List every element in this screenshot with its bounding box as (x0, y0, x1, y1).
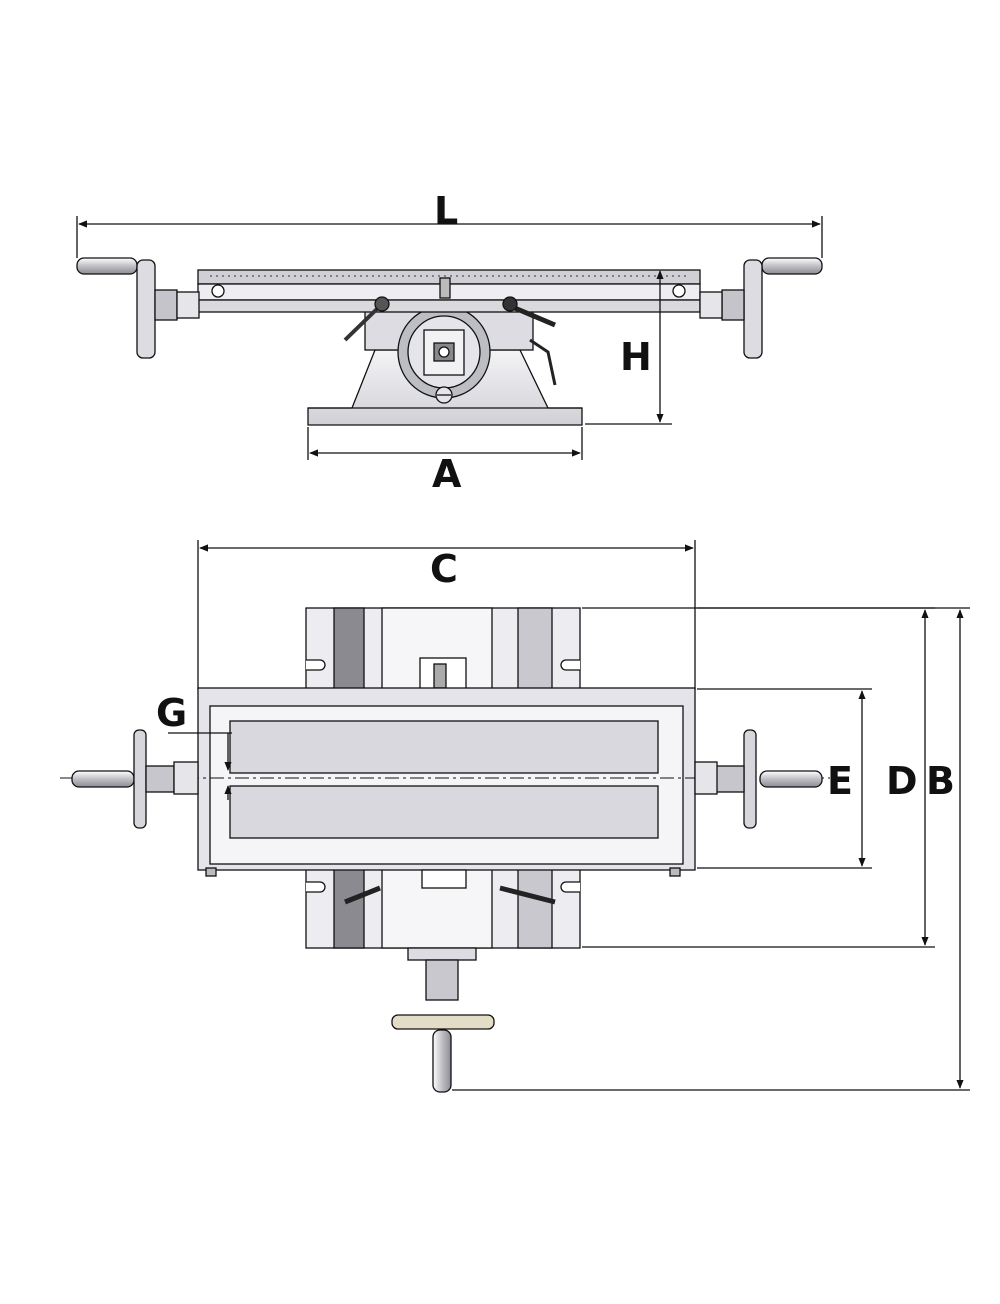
dimension-label-C: C (430, 547, 458, 591)
left-crank (76, 257, 200, 359)
lower-clamp-levers (344, 869, 556, 905)
dimension-line-B (452, 607, 970, 1091)
dimension-label-D: D (886, 759, 918, 803)
bottom-handwheel-plan (391, 947, 495, 1093)
clamp-levers (343, 296, 557, 386)
dimension-line-G (168, 732, 232, 800)
table-plan (60, 687, 830, 877)
dimension-label-G: G (156, 691, 188, 735)
dimension-line-H (585, 270, 672, 425)
dimension-label-B: B (926, 759, 955, 803)
table-rail (197, 269, 701, 313)
dimension-line-A (307, 427, 583, 460)
dimension-label-E: E (827, 759, 853, 803)
dimension-line-E (697, 688, 872, 869)
dimension-label-L: L (434, 189, 459, 233)
right-crank (699, 257, 823, 359)
dimension-line-L (76, 216, 823, 258)
dimension-label-H: H (620, 335, 652, 379)
front-handwheel (397, 305, 491, 404)
front-view (76, 216, 823, 460)
dimension-label-A: A (432, 452, 462, 496)
right-handwheel-plan (694, 729, 823, 829)
dimension-line-C (197, 540, 696, 690)
left-handwheel-plan (71, 729, 199, 829)
plan-view (60, 540, 970, 1093)
